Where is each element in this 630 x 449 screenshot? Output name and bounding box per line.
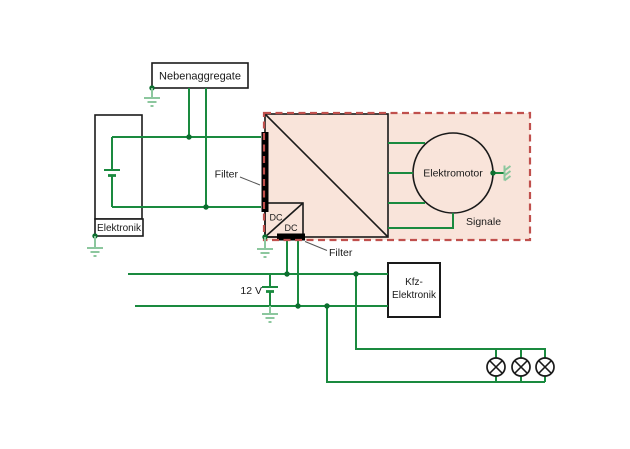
- filter-dclink-pointer: [239, 176, 261, 186]
- lamp-icon: [486, 357, 506, 377]
- nebenaggregate-label: Nebenaggregate: [159, 71, 241, 83]
- emc-filter-dcdc-bar: [277, 233, 305, 241]
- dcdc-label-top: DC: [270, 213, 283, 223]
- elektronik-label: Elektronik: [97, 223, 142, 234]
- motor-phase-wires: [388, 142, 425, 204]
- hv-region-border: [262, 111, 532, 242]
- lamp-return-wire: [326, 306, 546, 383]
- kfz-elektronik-box: Kfz- Elektronik: [387, 262, 441, 318]
- filter-dclink-label: Filter: [215, 169, 239, 181]
- elektronik-box: Elektronik: [94, 218, 144, 237]
- earth-ground-icon: [257, 237, 273, 258]
- earth-ground-icon: [87, 236, 103, 257]
- filter-dcdc-pointer: [304, 241, 328, 251]
- lamp-icon: [511, 357, 531, 377]
- kfz-elektronik-label-line1: Kfz-: [405, 277, 423, 288]
- lamp-feed-wire: [355, 274, 546, 359]
- lamp-icon: [535, 357, 555, 377]
- filter-dcdc-label: Filter: [329, 247, 353, 259]
- nebenaggregate-box: Nebenaggregate: [151, 62, 249, 89]
- signale-label: Signale: [466, 216, 501, 228]
- elektromotor-label: Elektromotor: [423, 168, 483, 180]
- lv-12v-rails: [128, 273, 388, 307]
- earth-ground-icon: [144, 88, 160, 107]
- battery-12v-symbol: [262, 274, 278, 306]
- dcdc-label-bottom: DC: [285, 223, 298, 233]
- hv-battery-box: [94, 114, 143, 220]
- hv-region-fill: [264, 113, 530, 240]
- hv-battery-symbol: [104, 137, 120, 207]
- nebenaggregate-feeder-wires: [188, 88, 207, 207]
- kfz-elektronik-label-line2: Elektronik: [392, 290, 437, 301]
- signal-wire: [388, 213, 454, 229]
- earth-ground-icon: [262, 306, 278, 323]
- chassis-ground-icon: [503, 165, 512, 182]
- battery-12v-label: 12 V: [240, 285, 262, 297]
